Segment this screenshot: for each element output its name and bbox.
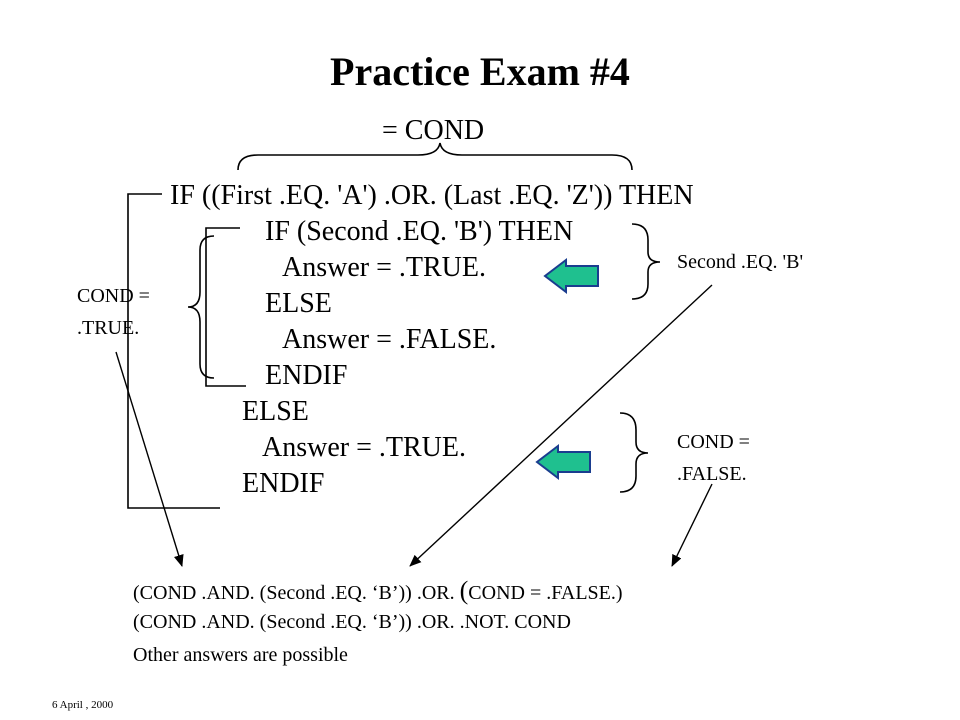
- outer-if-bracket: [127, 193, 220, 509]
- code-line-inner-if: IF (Second .EQ. 'B') THEN: [265, 216, 574, 247]
- code-line-inner-else: ELSE: [265, 288, 332, 319]
- green-arrow-icon: [543, 257, 599, 295]
- cond-true-label-line1: COND =: [77, 285, 150, 307]
- code-line-outer-else: ELSE: [242, 396, 309, 427]
- cond-brace-label: = COND: [382, 115, 485, 146]
- cond-false-label-line1: COND =: [677, 431, 750, 453]
- second-eq-b-brace: [631, 223, 661, 300]
- answer-line-1-part2: COND = .FALSE.): [468, 582, 623, 604]
- inner-if-bracket: [205, 227, 246, 387]
- pointer-line-cond-true: [115, 351, 184, 567]
- cond-true-label-line2: .TRUE.: [77, 317, 140, 339]
- footer-date: 6 April , 2000: [52, 699, 114, 711]
- cond-true-brace: [187, 235, 215, 379]
- code-line-answer-true: Answer = .TRUE.: [282, 252, 486, 283]
- cond-false-label-line2: .FALSE.: [677, 463, 747, 485]
- slide-title: Practice Exam #4: [330, 49, 630, 94]
- code-line-outer-if: IF ((First .EQ. 'A') .OR. (Last .EQ. 'Z'…: [170, 180, 694, 211]
- cond-top-brace: [237, 142, 633, 171]
- code-line-outer-answer-true: Answer = .TRUE.: [262, 432, 466, 463]
- answer-line-1: (COND .AND. (Second .EQ. ‘B’)) .OR. (CON…: [133, 578, 623, 604]
- second-eq-b-label: Second .EQ. 'B': [677, 251, 804, 273]
- answer-line-1-paren: (: [459, 576, 469, 605]
- code-line-outer-endif: ENDIF: [242, 468, 325, 499]
- answer-line-2: (COND .AND. (Second .EQ. ‘B’)) .OR. .NOT…: [133, 611, 571, 633]
- cond-false-brace: [619, 412, 649, 493]
- code-line-answer-false: Answer = .FALSE.: [282, 324, 497, 355]
- code-line-inner-endif: ENDIF: [265, 360, 348, 391]
- answer-line-1-part1: (COND .AND. (Second .EQ. ‘B’)) .OR.: [133, 582, 460, 604]
- pointer-line-cond-false: [671, 483, 713, 567]
- answer-line-3: Other answers are possible: [133, 644, 348, 666]
- green-arrow-icon: [535, 443, 591, 481]
- pointer-line-second-eq-b: [409, 284, 713, 567]
